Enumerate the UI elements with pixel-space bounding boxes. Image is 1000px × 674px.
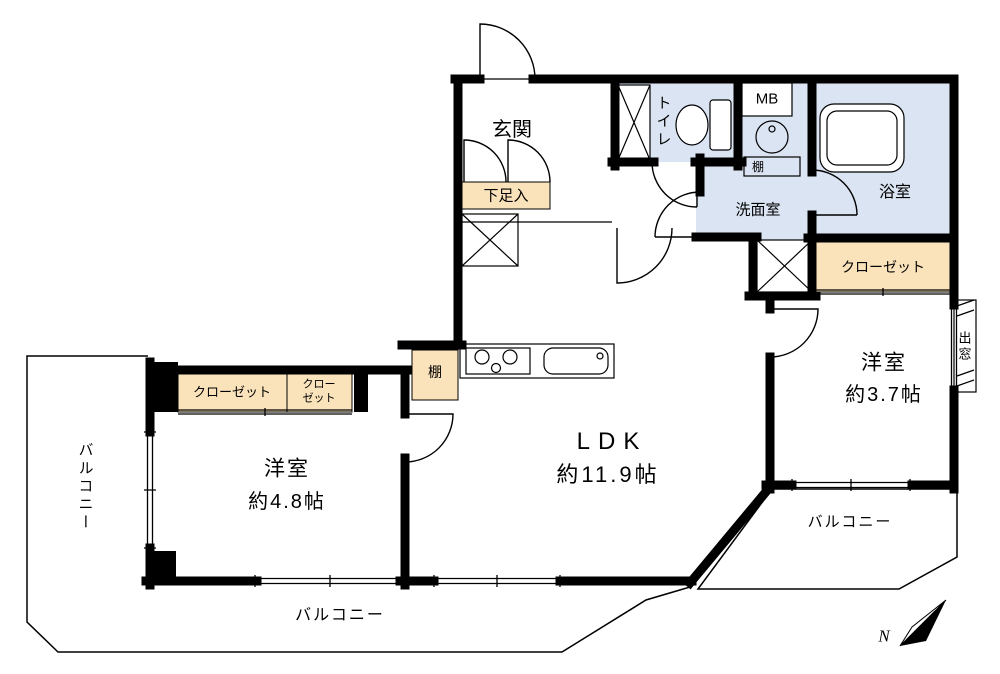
- bay-window-box: [953, 299, 977, 393]
- hall-door: [616, 227, 673, 284]
- label-room-right-size: 約3.7帖: [845, 384, 923, 406]
- window-left-room-side: [144, 431, 156, 549]
- label-genkan: 玄関: [492, 119, 532, 141]
- sliding-door-closet-left: [178, 408, 352, 416]
- entrance-door: [479, 23, 536, 80]
- window-bay: [950, 305, 958, 390]
- label-bathroom: 浴室: [878, 184, 912, 201]
- bathroom-door: [811, 169, 858, 216]
- closet-left-2-fill: [286, 369, 353, 413]
- washing-machine-pan: [755, 120, 789, 154]
- window-ldk-bottom: [433, 575, 561, 587]
- meter-box: [741, 82, 793, 117]
- toilet-door: [651, 161, 698, 208]
- label-toilet: トイレ: [654, 95, 672, 149]
- label-closet-left-2b: ゼット: [302, 392, 336, 405]
- label-meter-box: MB: [755, 90, 779, 108]
- washroom-door: [654, 191, 701, 238]
- toilet-bowl: [675, 104, 709, 146]
- label-balcony-right: バルコニー: [807, 513, 893, 531]
- closet-left-1-fill: [177, 369, 288, 413]
- compass-arrow-light: [899, 599, 947, 647]
- label-closet-right: クローゼット: [841, 259, 925, 275]
- label-shelf-kitchen: 棚: [428, 364, 442, 380]
- shelf-kitchen-fill: [411, 349, 459, 401]
- label-balcony-bottom: バルコニー: [295, 607, 385, 624]
- burner-2: [502, 349, 518, 365]
- label-ldk-size: 約11.9帖: [556, 462, 660, 487]
- bathtub: [819, 103, 905, 173]
- block-closet-divider: [354, 366, 368, 412]
- bay-window-hatch: [956, 299, 975, 387]
- label-room-right-name: 洋室: [861, 351, 907, 375]
- label-compass-north: N: [878, 626, 890, 646]
- label-closet-left-2a: クロー: [302, 378, 336, 391]
- compass: [899, 599, 947, 647]
- label-shoe-cabinet: 下足入: [483, 187, 529, 205]
- shoe-cabinet-fill: [461, 181, 551, 210]
- faucet: [596, 352, 604, 360]
- room-right-door: [769, 308, 819, 358]
- room-left-door: [404, 413, 454, 463]
- label-ldk-name: LDK: [576, 428, 648, 455]
- sliding-door-closet-right: [816, 288, 950, 296]
- block-room-left-corner: [146, 551, 176, 583]
- pipe-space-2-cross: [617, 84, 651, 161]
- pipe-space-3-cross: [756, 239, 813, 293]
- washroom-fill: [696, 83, 812, 240]
- window-left-room-bottom: [254, 575, 403, 587]
- washing-machine-drain: [768, 125, 776, 133]
- label-bay-window: 出窓: [956, 331, 972, 363]
- burner-3: [490, 362, 502, 374]
- wall-blocks: [146, 362, 368, 583]
- label-closet-left-1: クローゼット: [192, 384, 272, 400]
- shoe-cabinet-door-2: [507, 139, 551, 183]
- doors: [404, 23, 858, 463]
- pipe-space-1-cross: [461, 213, 519, 267]
- label-room-left-name: 洋室: [264, 457, 310, 481]
- burner-1: [474, 349, 490, 365]
- toilet-tank: [709, 99, 732, 151]
- bathtub-inner: [826, 110, 898, 166]
- balcony-right-outline: [696, 488, 958, 590]
- label-shelf-upper: 棚: [751, 160, 765, 174]
- balcony-left-bottom-outline: [26, 355, 691, 653]
- block-closet-left: [146, 362, 178, 412]
- label-washroom: 洗面室: [735, 201, 781, 219]
- label-balcony-left: バルコニー: [76, 442, 94, 532]
- label-room-left-size: 約4.8帖: [248, 491, 326, 513]
- shoe-cabinet-door-1: [463, 139, 507, 183]
- kitchen-sink: [543, 347, 609, 375]
